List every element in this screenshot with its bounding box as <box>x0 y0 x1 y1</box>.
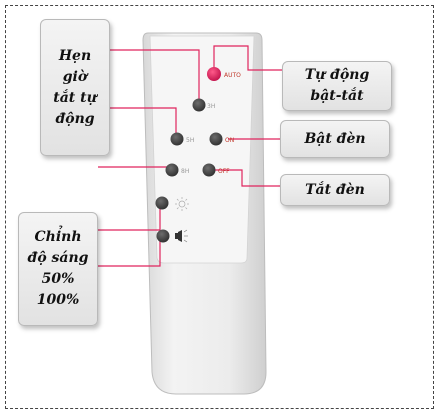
timer-3h-label: 3H <box>207 103 215 110</box>
off-button[interactable]: OFF <box>202 163 231 177</box>
leader-lines <box>98 45 282 267</box>
dashed-frame <box>5 5 434 409</box>
callout-brightness: Chỉnh độ sáng 50% 100% <box>18 212 98 326</box>
timer-8h-label: 8H <box>181 168 189 175</box>
callout-off: Tắt đèn <box>280 174 390 206</box>
auto-button[interactable]: AUTO <box>207 67 241 81</box>
sun-outline-icon <box>175 197 189 211</box>
timer-3h-button[interactable]: 3H <box>192 98 216 112</box>
auto-button-label: AUTO <box>224 72 241 79</box>
timer-5h-label: 5H <box>186 137 194 144</box>
brightness-full-button[interactable] <box>155 196 190 212</box>
callout-auto-text: Tự động bật-tắt <box>304 67 370 104</box>
callout-off-text: Tắt đèn <box>305 181 365 198</box>
brightness-half-button[interactable] <box>156 229 189 243</box>
callout-timer: Hẹn giờ tắt tự động <box>40 19 110 156</box>
timer-5h-button[interactable]: 5H <box>170 132 195 146</box>
off-button-label: OFF <box>218 168 230 175</box>
on-button-label: ON <box>225 137 234 144</box>
callout-on-text: Bật đèn <box>304 130 366 147</box>
callout-timer-text: Hẹn giờ tắt tự động <box>53 47 97 127</box>
callout-auto: Tự động bật-tắt <box>282 61 392 111</box>
callout-on: Bật đèn <box>280 120 390 158</box>
on-button[interactable]: ON <box>209 132 235 146</box>
bulb-icon <box>175 229 188 243</box>
callout-brightness-text: Chỉnh độ sáng 50% 100% <box>27 229 89 308</box>
timer-8h-button[interactable]: 8H <box>165 163 190 177</box>
remote-panel <box>149 35 255 264</box>
